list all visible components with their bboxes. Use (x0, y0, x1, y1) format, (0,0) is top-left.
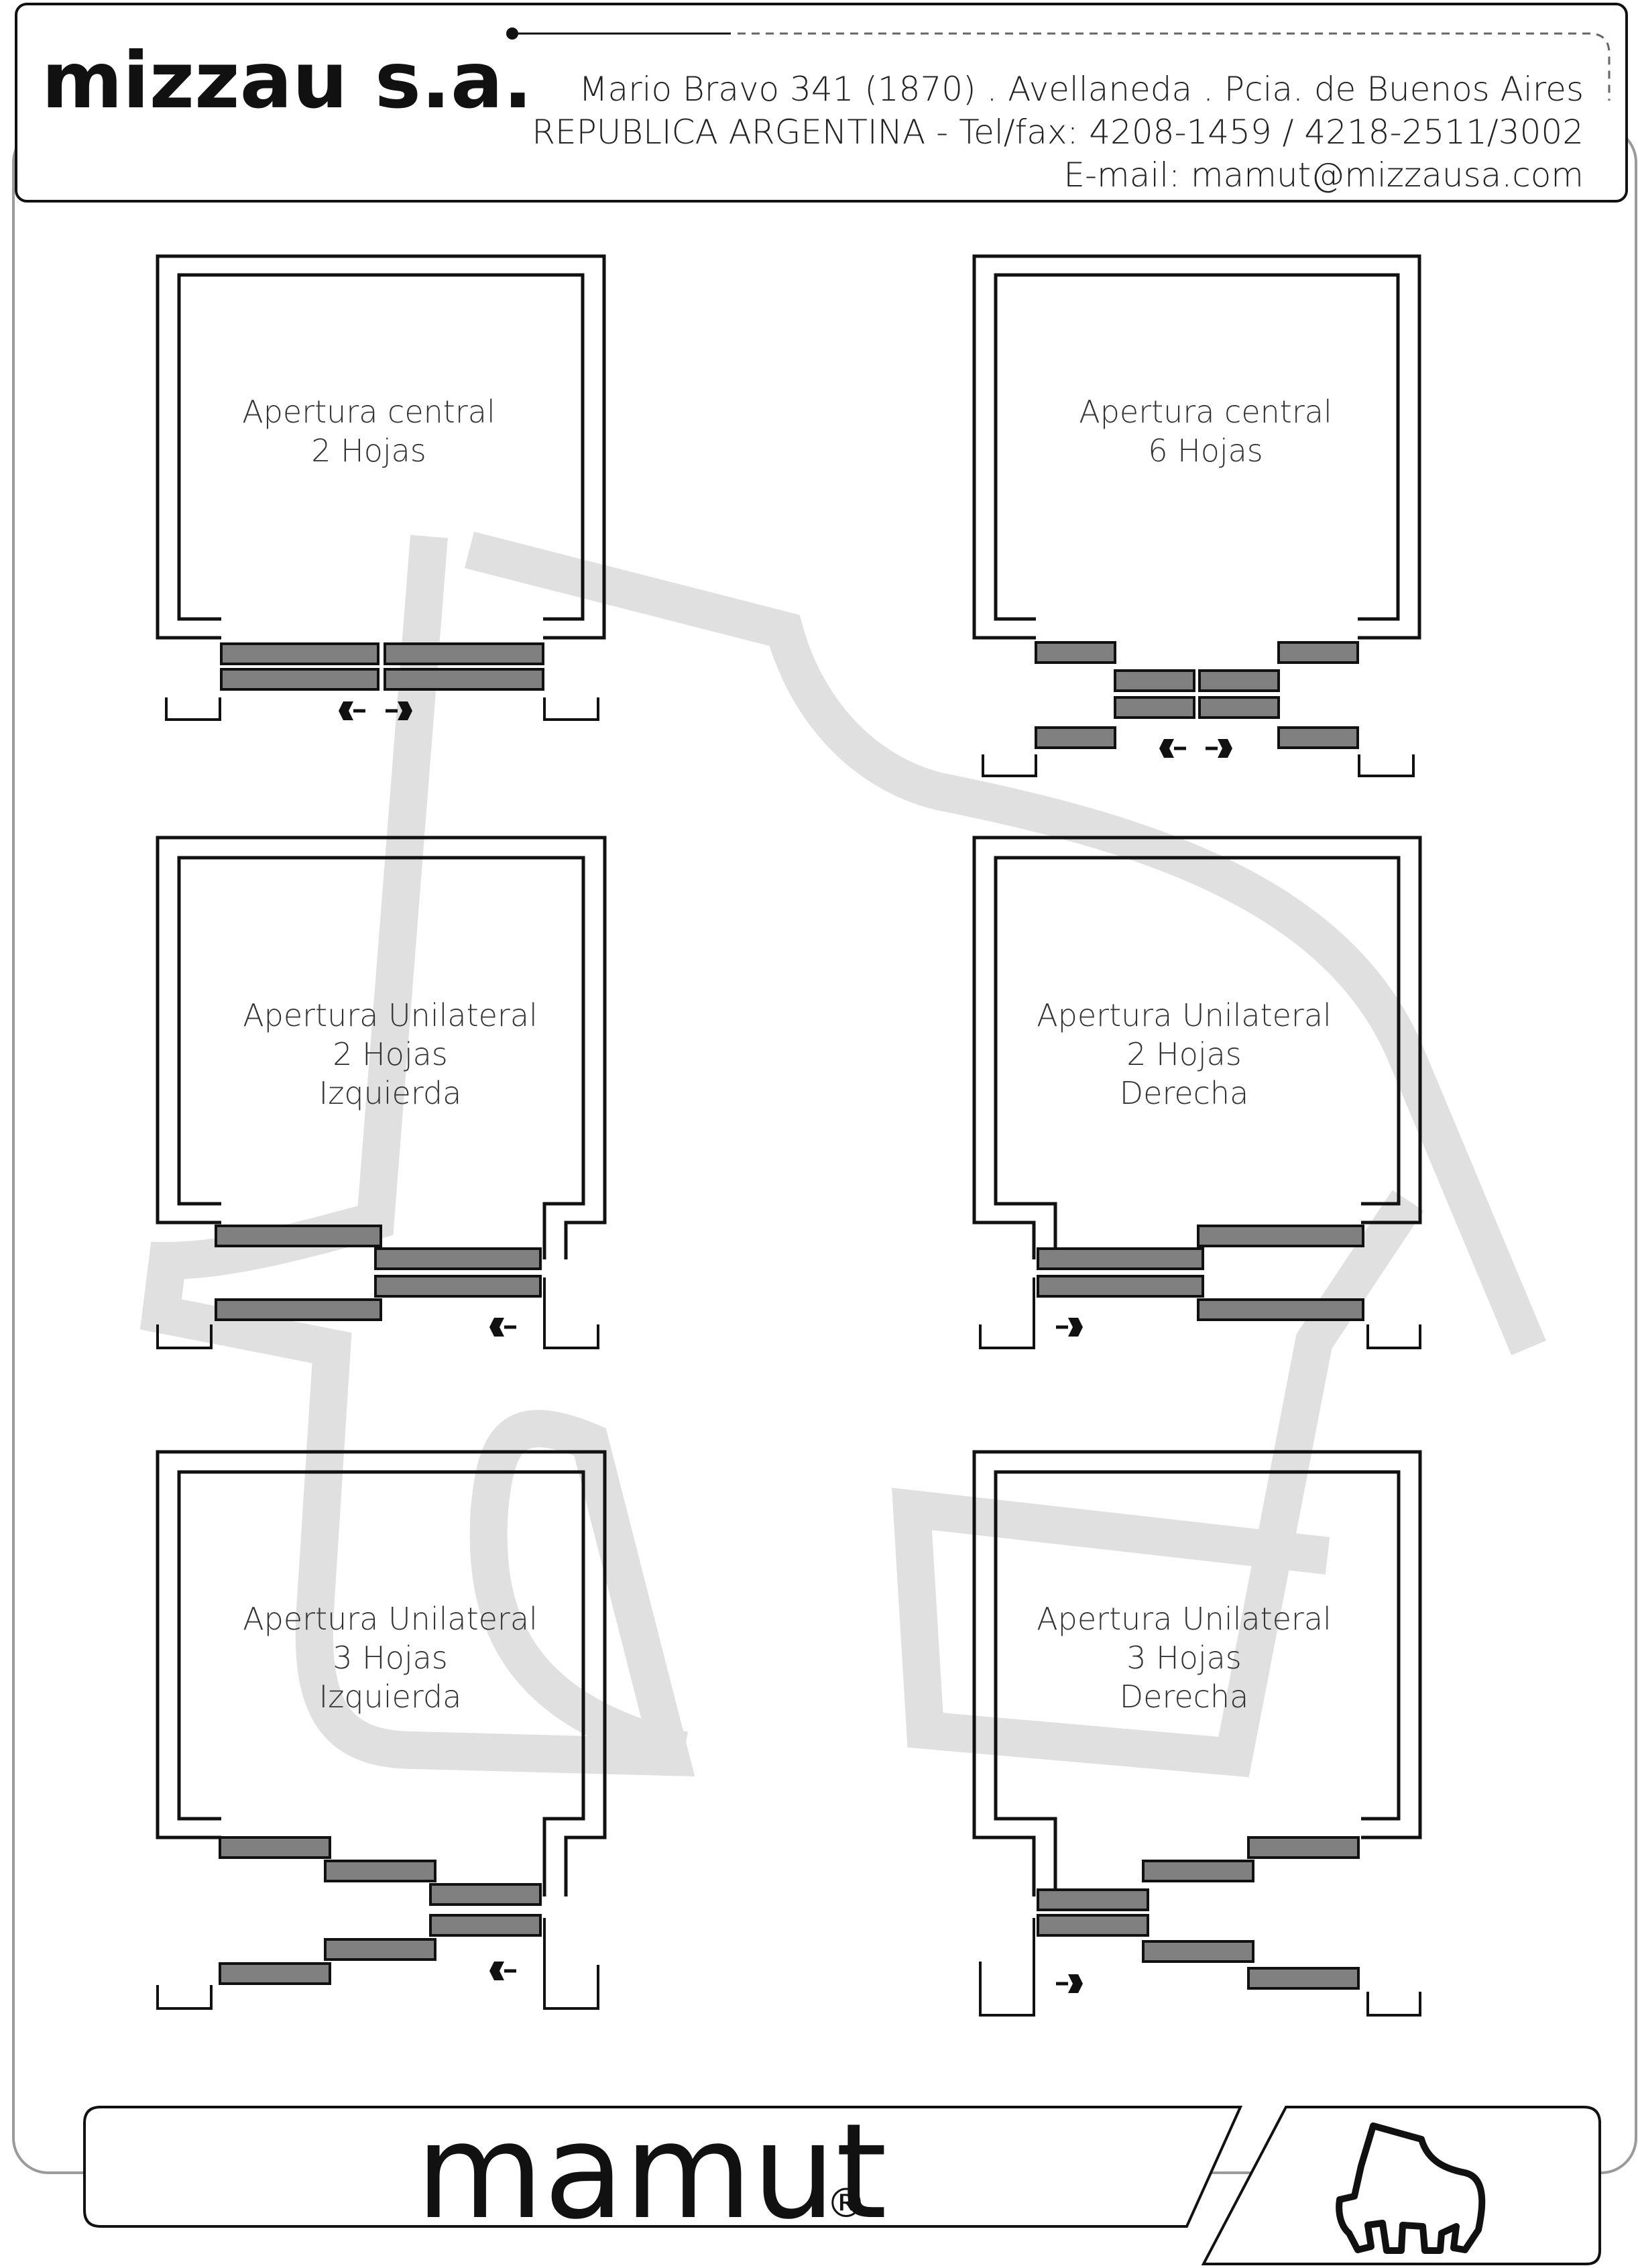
mammoth-icon (1336, 2122, 1486, 2254)
door-panel (1142, 1860, 1254, 1882)
arrow-right-icon (1068, 1318, 1083, 1337)
door-panel (219, 1836, 331, 1859)
shaft-inner-wall (994, 856, 1401, 1259)
address-line: Mario Bravo 341 (1870) . Avellaneda . Pc… (579, 70, 1584, 109)
shaft-outer-wall (972, 836, 1422, 1259)
company-logo: mizzau s.a. (42, 36, 532, 126)
arrow-left-icon (489, 1318, 504, 1337)
door-panel (1035, 726, 1116, 749)
arrow-right-icon (1218, 739, 1232, 758)
door-panel (220, 642, 379, 665)
door-panel (1247, 1836, 1360, 1859)
sill-left (156, 1985, 213, 2010)
door-panels (215, 1225, 542, 1321)
footer-brand-box (83, 2106, 1243, 2228)
registered-mark: ® (826, 2180, 866, 2227)
door-panels (219, 1836, 542, 1985)
door-panel (374, 1247, 542, 1270)
email-line: E-mail: mamut@mizzausa.com (1063, 156, 1584, 194)
door-panel (219, 1962, 331, 1985)
header-dash-rule (738, 32, 1611, 101)
door-panel (1198, 696, 1280, 719)
sill-right (543, 1918, 599, 2010)
door-panels (220, 642, 544, 691)
door-panel (1197, 1225, 1364, 1247)
door-panels (1037, 1836, 1360, 1990)
door-panel (429, 1883, 542, 1906)
sill-right (1366, 1992, 1421, 2017)
door-panel (429, 1914, 542, 1937)
door-panel (1037, 1888, 1149, 1911)
sill-right (1358, 754, 1415, 777)
door-panel (1035, 641, 1116, 664)
sill-left (982, 754, 1037, 777)
sill-right (1366, 1324, 1421, 1349)
door-panel (1277, 641, 1359, 664)
door-panel (1114, 669, 1195, 692)
shaft-outer-wall (972, 254, 1421, 640)
door-panel (324, 1860, 436, 1882)
door-panel (1114, 696, 1195, 719)
door-panel (215, 1298, 382, 1321)
door-panel (1198, 669, 1280, 692)
door-panels (1037, 1225, 1364, 1321)
shaft-inner-wall (994, 1470, 1401, 1896)
country-phone-line: REPUBLICA ARGENTINA - Tel/fax: 4208-1459… (532, 113, 1584, 152)
door-panels (1035, 641, 1359, 749)
sill-left (165, 697, 221, 721)
arrow-right-icon (1068, 1974, 1083, 1993)
door-panel (324, 1938, 436, 1961)
door-panel (1197, 1298, 1364, 1321)
door-panel (1037, 1275, 1204, 1298)
door-panel (384, 642, 544, 665)
shaft-outer-wall (972, 1450, 1422, 1896)
door-panel (374, 1275, 542, 1298)
shaft-inner-wall (177, 856, 585, 1259)
arrow-left-icon (1159, 739, 1174, 758)
door-panel (384, 668, 544, 691)
door-panel (215, 1225, 382, 1247)
sill-left (979, 1918, 1035, 2017)
shaft-inner-wall (177, 273, 585, 621)
shaft-outer-wall (156, 254, 606, 640)
shaft-inner-wall (177, 1470, 585, 1896)
door-panel (1037, 1914, 1149, 1937)
footer: mamut ® (83, 2096, 1601, 2265)
footer-icon-box (1201, 2106, 1601, 2265)
door-panel (220, 668, 379, 691)
sill-left (156, 1324, 213, 1349)
door-panel (1277, 726, 1359, 749)
sill-right (543, 1278, 599, 1349)
door-panel (1037, 1247, 1204, 1270)
sill-right (543, 697, 599, 721)
sill-left (979, 1278, 1035, 1349)
shaft-outer-wall (156, 1450, 607, 1896)
arrow-left-icon (339, 701, 353, 720)
brand-wordmark: mamut (416, 2096, 887, 2249)
shaft-outer-wall (156, 836, 607, 1259)
arrow-right-icon (398, 701, 412, 720)
door-panel (1142, 1940, 1254, 1963)
door-panel (1247, 1967, 1360, 1990)
header-box (15, 3, 1628, 203)
shaft-inner-wall (994, 273, 1400, 621)
page-frame (12, 126, 1637, 2174)
header: mizzau s.a. Mario Bravo 341 (1870) . Ave… (15, 3, 1628, 203)
arrow-left-icon (489, 1962, 504, 1980)
